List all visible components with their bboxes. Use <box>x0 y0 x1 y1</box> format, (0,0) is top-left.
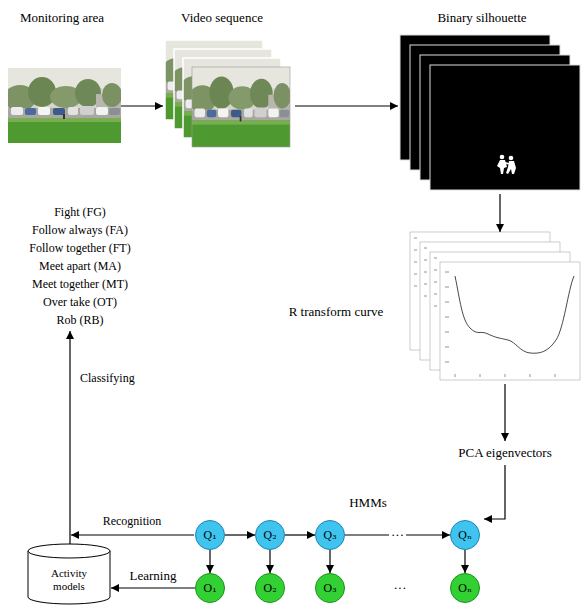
model-label: HMMs <box>347 495 389 511</box>
node-label: O₁ <box>203 583 216 594</box>
r-transform-panels <box>424 248 427 296</box>
stage-label: PCA eigenvectors <box>456 445 554 461</box>
monitoring-photo <box>4 68 122 143</box>
observation: O₂ <box>255 573 285 603</box>
video-frames <box>162 40 291 147</box>
silhouette-frames <box>497 160 507 174</box>
label-anchor: HMMs <box>347 495 389 511</box>
r-transform-panels <box>455 374 555 377</box>
node-label: Binary silhouette <box>437 10 526 26</box>
edge-label: Learning <box>128 568 179 584</box>
flow-arrow <box>269 550 270 573</box>
node-label: Q₂ <box>263 530 276 541</box>
video-frames <box>189 67 291 147</box>
label-anchor: Classifying <box>78 371 137 385</box>
r-transform-panels <box>410 232 580 380</box>
cylinder-outline <box>28 544 110 558</box>
frame-stack: Video sequence <box>163 6 295 156</box>
activity-class: Follow always (FA) <box>30 223 130 237</box>
silhouette-frames <box>430 65 580 190</box>
flow-arrow <box>329 550 330 573</box>
node-label: Oₙ <box>458 583 472 594</box>
activity-class: Over take (OT) <box>41 295 119 309</box>
monitoring-photo <box>4 68 122 143</box>
silhouette-frames <box>506 161 516 174</box>
r-transform-panels <box>445 272 449 362</box>
cylinder-outline <box>28 551 110 604</box>
hidden-state: Q₂ <box>255 520 285 550</box>
label-anchor: PCA eigenvectors <box>456 445 554 461</box>
observation: O₁ <box>195 573 225 603</box>
model-database: Activity models <box>27 543 111 605</box>
silhouette-frames <box>400 35 580 190</box>
curve-stack: R transform curve <box>272 232 582 382</box>
flow-arrow <box>295 105 398 106</box>
flow-arrow <box>121 105 163 106</box>
activity-class: Fight (FG) <box>52 205 108 219</box>
label-anchor: Learning <box>128 568 179 584</box>
node-label: Video sequence <box>181 10 263 26</box>
flow-arrows <box>69 331 70 545</box>
flow-arrow <box>225 534 255 535</box>
label-anchor: Follow together (FT) <box>27 241 132 255</box>
label-anchor: ··· <box>389 527 406 543</box>
silhouette-frames <box>497 155 516 174</box>
node-label: Q₃ <box>323 530 336 541</box>
flow-label: Classifying <box>78 371 137 385</box>
node-label: O₂ <box>263 583 276 594</box>
ellipsis: ··· <box>392 580 409 596</box>
r-transform-panels <box>440 262 580 380</box>
flow-arrows <box>70 331 505 545</box>
flow-arrows <box>71 534 194 535</box>
observation: O₃ <box>315 573 345 603</box>
r-transform-panels <box>455 276 574 353</box>
activity-class: Rob (RB) <box>54 313 105 327</box>
hidden-state: Qₙ <box>450 520 480 550</box>
flow-arrow <box>111 587 195 588</box>
label-anchor: Fight (FG) <box>52 205 108 219</box>
flow-arrows <box>504 384 505 441</box>
activity-class: Follow together (FT) <box>27 241 132 255</box>
flow-arrows <box>484 465 505 519</box>
silhouette-frames <box>500 155 505 160</box>
label-anchor: Recognition <box>101 514 164 528</box>
label-anchor: Over take (OT) <box>41 295 119 309</box>
hidden-state: Q₃ <box>315 520 345 550</box>
node-label: R transform curve <box>289 304 384 320</box>
flow-arrow <box>464 550 465 573</box>
flow-arrow <box>499 194 500 232</box>
activity-class: Meet together (MT) <box>30 277 130 291</box>
label-anchor: Meet together (MT) <box>30 277 130 291</box>
r-transform-panels <box>414 238 417 286</box>
flow-arrow <box>209 550 210 573</box>
video-frames <box>192 67 290 147</box>
label-anchor: Follow always (FA) <box>30 223 130 237</box>
flow-arrow <box>285 534 315 535</box>
edge-label: ··· <box>389 527 406 543</box>
r-transform-panels <box>434 258 437 306</box>
node-label: Q₁ <box>203 530 216 541</box>
label-anchor: Rob (RB) <box>54 313 105 327</box>
silhouette-frames <box>509 156 514 161</box>
observation: Oₙ <box>450 573 480 603</box>
node-label: Activity models <box>38 567 100 592</box>
label-anchor: ··· <box>392 580 409 596</box>
silhouette-frames <box>505 162 509 165</box>
node-label: Monitoring area <box>20 10 104 26</box>
photo-panel: Monitoring area <box>8 6 121 143</box>
node-label: Qₙ <box>458 530 472 541</box>
silhouette-stack: Binary silhouette <box>398 6 583 194</box>
flow-label: Recognition <box>101 514 164 528</box>
activity-class: Meet apart (MA) <box>37 259 123 273</box>
node-label: O₃ <box>323 583 336 594</box>
hidden-state: Q₁ <box>195 520 225 550</box>
label-anchor: Meet apart (MA) <box>37 259 123 273</box>
